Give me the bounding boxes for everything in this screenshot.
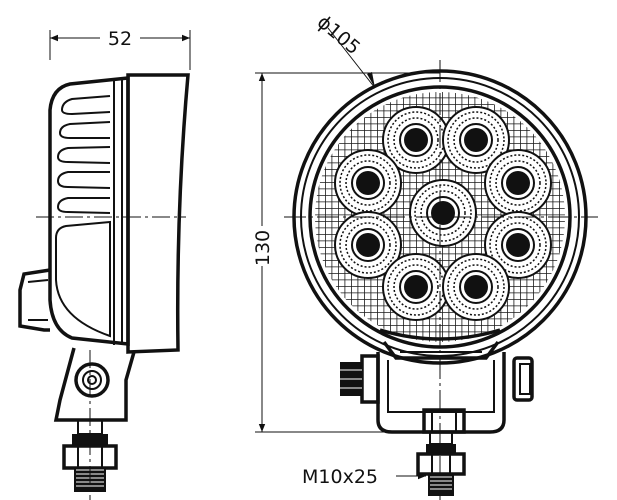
height-dimension-label: 130	[252, 230, 274, 266]
front-view: 130 ϕ105	[250, 11, 598, 500]
led-reflector	[442, 253, 510, 321]
cooling-fins	[55, 95, 111, 338]
led-reflector	[484, 211, 552, 279]
side-housing-outline	[126, 73, 190, 354]
led-reflector	[382, 253, 450, 321]
width-dimension-label: 52	[108, 28, 132, 50]
bolt-callout-label: M10x25	[302, 466, 378, 488]
side-bracket-bolt	[74, 362, 110, 398]
led-reflector	[484, 149, 552, 217]
cable-connector	[18, 268, 51, 332]
led-reflector	[334, 149, 402, 217]
front-stud	[416, 431, 466, 496]
led-reflector	[334, 211, 402, 279]
led-reflector	[442, 106, 510, 174]
diameter-leader-line	[327, 27, 376, 89]
led-reflector	[409, 179, 477, 247]
diameter-dimension-label: ϕ105	[313, 11, 365, 59]
side-view: 52	[18, 26, 191, 500]
front-side-bolt	[340, 354, 380, 404]
led-array	[334, 106, 552, 321]
side-heatsink-outline	[48, 76, 130, 346]
